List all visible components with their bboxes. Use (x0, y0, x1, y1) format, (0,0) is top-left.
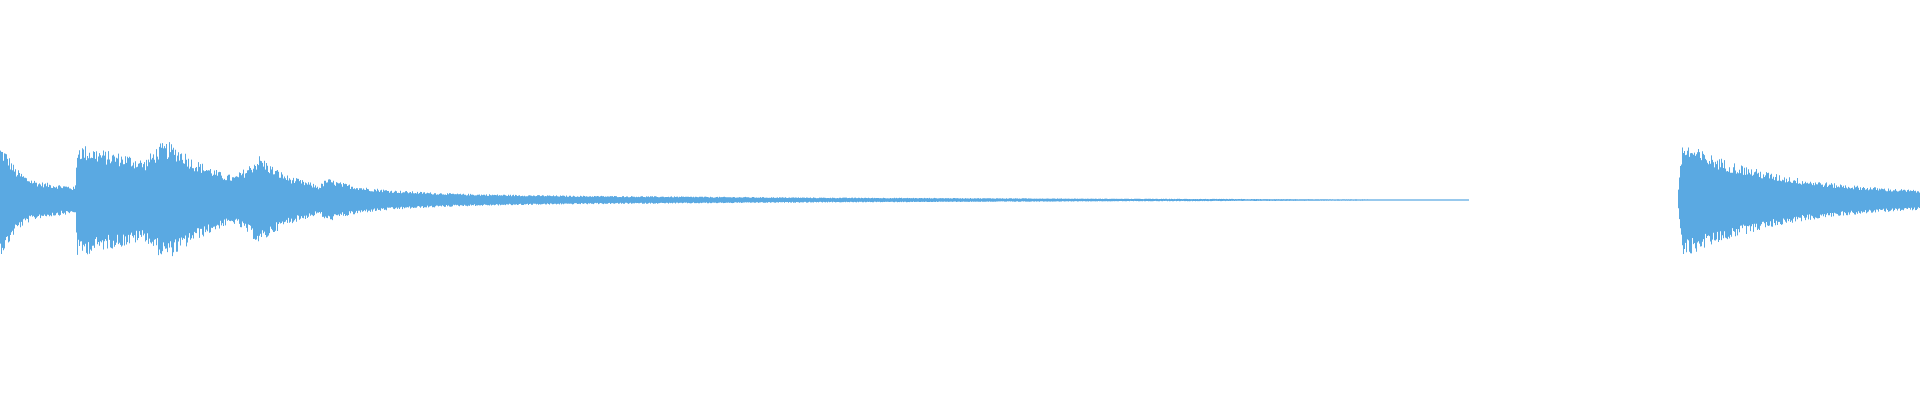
waveform-clip-1[interactable] (0, 142, 1469, 257)
waveform-path (1678, 147, 1920, 254)
waveform-path (0, 142, 1469, 257)
waveform-clip-2[interactable] (1678, 147, 1920, 255)
